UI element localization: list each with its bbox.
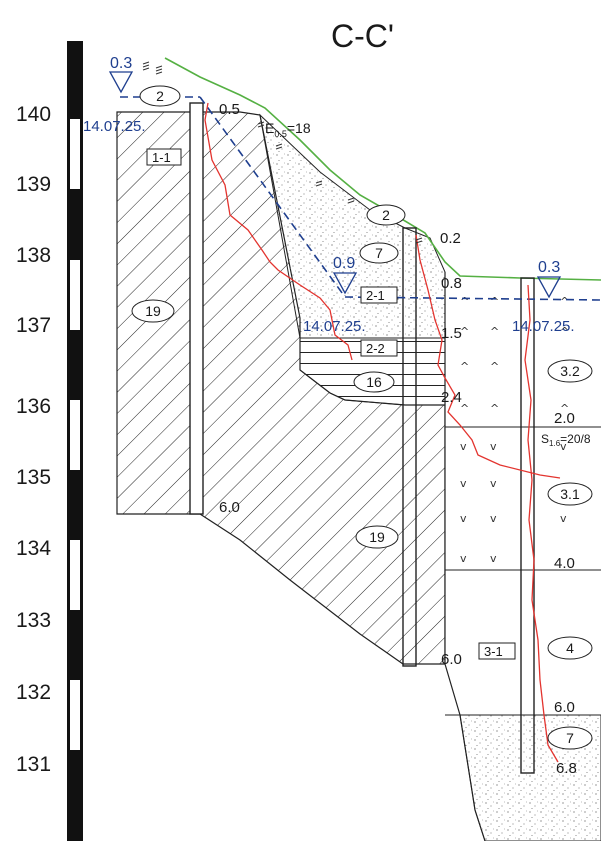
svg-text:v: v xyxy=(490,512,497,525)
elevation-tick: 135 xyxy=(16,466,51,489)
depth-label: 6.8 xyxy=(556,760,577,777)
depth-label: 0.8 xyxy=(441,275,462,292)
water-depth-label: 0.3 xyxy=(538,259,560,276)
surface-ticks xyxy=(142,61,423,244)
svg-text:^: ^ xyxy=(460,295,469,308)
svg-text:2: 2 xyxy=(382,207,390,223)
svg-text:^: ^ xyxy=(560,295,569,308)
svg-text:^: ^ xyxy=(490,295,499,308)
layer-label: 16 xyxy=(353,371,395,393)
water-level-marker xyxy=(536,276,562,299)
layer-label: 2 xyxy=(139,85,181,107)
ground-surface-line xyxy=(164,57,601,281)
depth-label: 6.0 xyxy=(554,699,575,716)
elevation-tick: 133 xyxy=(16,609,51,632)
probe-curves xyxy=(204,102,561,763)
svg-text:v: v xyxy=(460,552,467,565)
svg-text:v: v xyxy=(490,440,497,453)
depth-label: 2.4 xyxy=(441,389,462,406)
layer-symbols: ^ ^ ^ ^ ^ ^ ^ ^ ^ ^ ^ v v v v v v v v v v xyxy=(460,295,569,565)
elevation-tick: 134 xyxy=(16,537,51,560)
probe-curve-1 xyxy=(204,102,353,361)
water-date-label: 14.07.25. xyxy=(303,318,366,335)
svg-text:^: ^ xyxy=(460,360,469,373)
elevation-tick: 136 xyxy=(16,395,51,418)
svg-text:2-2: 2-2 xyxy=(366,341,385,356)
depth-label: 6.0 xyxy=(219,499,240,516)
water-depth-label: 0.9 xyxy=(333,255,355,272)
layer-label: 19 xyxy=(131,299,175,323)
svg-text:19: 19 xyxy=(145,303,161,319)
svg-text:v: v xyxy=(490,477,497,490)
depth-label: 1.5 xyxy=(441,325,462,342)
water-date-label: 14.07.25. xyxy=(83,118,146,135)
elevation-tick: 137 xyxy=(16,314,51,337)
svg-text:2: 2 xyxy=(156,88,164,104)
svg-text:^: ^ xyxy=(490,325,499,338)
elevation-tick: 131 xyxy=(16,753,51,776)
svg-text:^: ^ xyxy=(560,402,569,415)
svg-text:v: v xyxy=(560,440,567,453)
depth-label: 0.2 xyxy=(440,230,461,247)
water-level-marker xyxy=(332,272,358,295)
boreholes xyxy=(189,102,535,774)
svg-text:^: ^ xyxy=(560,325,569,338)
settlement-annotation: S1.6=20/8 xyxy=(541,432,591,448)
svg-text:3.1: 3.1 xyxy=(560,486,580,502)
svg-text:^: ^ xyxy=(490,402,499,415)
borehole-2-1 xyxy=(402,227,417,667)
svg-text:v: v xyxy=(460,512,467,525)
layer-label: 2 xyxy=(366,204,406,226)
borehole-3-1 xyxy=(520,277,535,774)
borehole-id-2-2: 2-2 xyxy=(360,339,398,357)
layer-label: 3.1 xyxy=(547,482,593,506)
svg-text:^: ^ xyxy=(490,360,499,373)
borehole-1-1 xyxy=(189,102,204,515)
svg-text:v: v xyxy=(460,477,467,490)
water-level-marker xyxy=(108,71,134,94)
svg-text:19: 19 xyxy=(369,529,385,545)
depth-label: 0.5 xyxy=(219,101,240,118)
layer-label: 4 xyxy=(547,636,593,660)
svg-text:v: v xyxy=(560,512,567,525)
probe-curve-2 xyxy=(415,234,561,479)
e-modulus-annotation: E0.5=18 xyxy=(265,120,311,139)
svg-text:1-1: 1-1 xyxy=(152,150,171,165)
svg-text:v: v xyxy=(460,440,467,453)
svg-text:^: ^ xyxy=(460,325,469,338)
layer-label: 3.2 xyxy=(547,359,593,383)
svg-text:^: ^ xyxy=(460,402,469,415)
probe-curve-3 xyxy=(524,284,559,763)
elevation-tick: 139 xyxy=(16,173,51,196)
section-title: C-C' xyxy=(331,18,394,54)
water-depth-label: 0.3 xyxy=(110,55,132,72)
elevation-tick: 140 xyxy=(16,103,51,126)
borehole-id-2-1: 2-1 xyxy=(360,286,398,304)
layer-3-zone xyxy=(445,272,601,715)
svg-text:v: v xyxy=(490,552,497,565)
elevation-tick: 132 xyxy=(16,681,51,704)
svg-text:7: 7 xyxy=(566,730,574,746)
elevation-axis: 140 139 138 137 136 135 134 133 132 131 xyxy=(16,103,51,776)
layer-label: 7 xyxy=(359,242,399,264)
water-date-label: 14.07.25. xyxy=(512,318,575,335)
svg-text:16: 16 xyxy=(366,374,382,390)
svg-text:3.2: 3.2 xyxy=(560,363,580,379)
layer-label: 7 xyxy=(547,726,593,750)
borehole-id-3-1: 3-1 xyxy=(478,642,516,660)
elevation-tick: 138 xyxy=(16,244,51,267)
borehole-id-1-1: 1-1 xyxy=(146,148,182,166)
layer-label: 19 xyxy=(355,525,399,549)
depth-label: 2.0 xyxy=(554,410,575,427)
depth-label: 4.0 xyxy=(554,555,575,572)
depth-label: 6.0 xyxy=(441,651,462,668)
svg-text:2-1: 2-1 xyxy=(366,288,385,303)
svg-text:4: 4 xyxy=(566,640,574,656)
elevation-scale-bar xyxy=(67,41,83,841)
svg-text:3-1: 3-1 xyxy=(484,644,503,659)
svg-text:7: 7 xyxy=(375,245,383,261)
